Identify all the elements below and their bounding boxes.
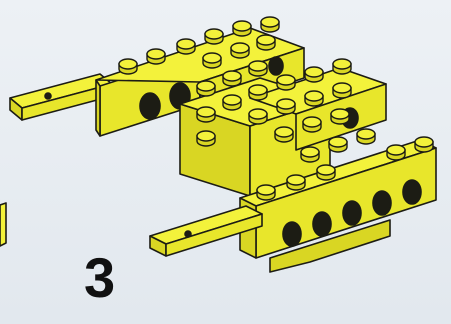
stud-top	[305, 91, 323, 101]
stud-top	[331, 109, 349, 119]
stud-top	[277, 75, 295, 85]
stud-top	[205, 29, 223, 39]
stud-top	[301, 147, 319, 157]
stud-top	[249, 109, 267, 119]
stud-top	[415, 137, 433, 147]
stud-top	[303, 117, 321, 127]
stud-top	[275, 127, 293, 137]
stud-top	[277, 99, 295, 109]
stud-top	[223, 71, 241, 81]
stud-top	[257, 185, 275, 195]
plate-hole	[185, 231, 191, 237]
technic-hole	[283, 222, 301, 246]
technic-hole	[140, 93, 160, 119]
stud-top	[177, 39, 195, 49]
stud-top	[203, 53, 221, 63]
stud-top	[197, 81, 215, 91]
stud-top	[223, 95, 241, 105]
stud-top	[257, 35, 275, 45]
stud-top	[231, 43, 249, 53]
stud-top	[333, 59, 351, 69]
stud-top	[287, 175, 305, 185]
stud-top	[329, 137, 347, 147]
plate-hole	[45, 93, 51, 99]
stud-top	[333, 83, 351, 93]
technic-hole	[269, 57, 283, 75]
stud-top	[305, 67, 323, 77]
stud-top	[147, 49, 165, 59]
stud-top	[317, 165, 335, 175]
stud-top	[249, 61, 267, 71]
stud-top	[387, 145, 405, 155]
step-number: 3	[84, 250, 115, 306]
stud-top	[249, 85, 267, 95]
stud-top	[119, 59, 137, 69]
technic-hole	[343, 201, 361, 225]
technic-hole	[313, 212, 331, 236]
technic-hole	[403, 180, 421, 204]
stud-top	[261, 17, 279, 27]
stud-top	[233, 21, 251, 31]
stud-top	[197, 131, 215, 141]
stud-top	[197, 107, 215, 117]
stud-top	[357, 129, 375, 139]
technic-hole	[373, 191, 391, 215]
partial-brick-left-edge	[0, 203, 6, 246]
